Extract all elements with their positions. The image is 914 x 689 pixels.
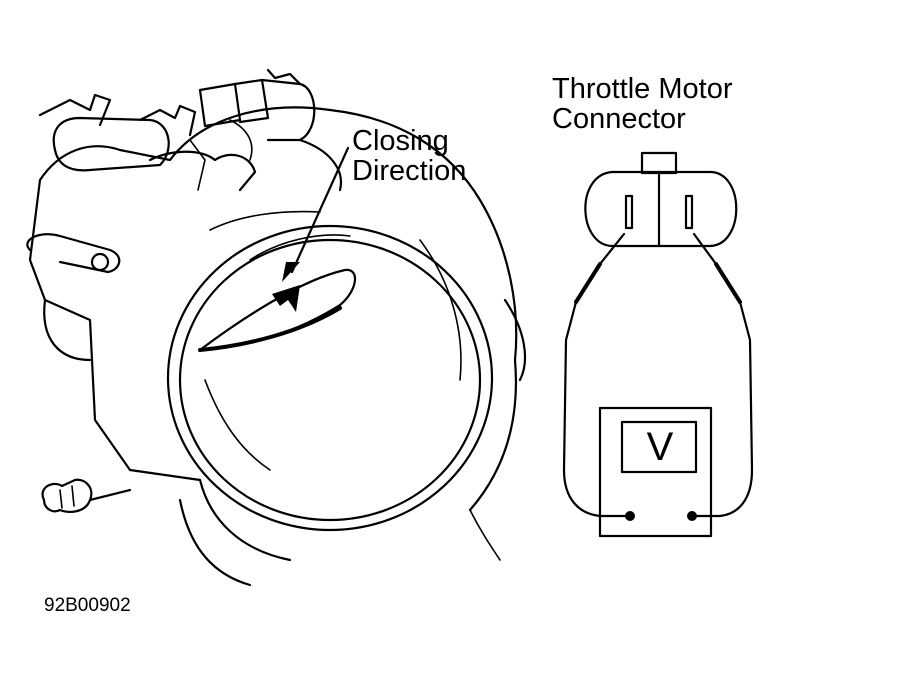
voltmeter-symbol: V bbox=[646, 425, 674, 469]
connector-label-line1: Throttle Motor bbox=[552, 73, 733, 105]
closing-label-line1: Closing bbox=[352, 125, 449, 157]
throttle-motor-connector bbox=[584, 151, 738, 248]
voltmeter-terminal-right bbox=[687, 511, 697, 521]
closing-direction-arrow bbox=[272, 146, 350, 312]
test-lead-left bbox=[562, 232, 635, 521]
connector-label: Throttle Motor Connector bbox=[552, 74, 733, 135]
figure-id: 92B00902 bbox=[44, 595, 131, 616]
throttle-body-illustration bbox=[26, 68, 527, 587]
closing-direction-label: Closing Direction bbox=[352, 126, 466, 187]
voltmeter-icon bbox=[598, 406, 713, 538]
voltmeter-terminal-left bbox=[625, 511, 635, 521]
test-lead-right bbox=[687, 232, 754, 521]
closing-label-line2: Direction bbox=[352, 155, 467, 188]
connector-label-line2: Connector bbox=[552, 103, 686, 136]
